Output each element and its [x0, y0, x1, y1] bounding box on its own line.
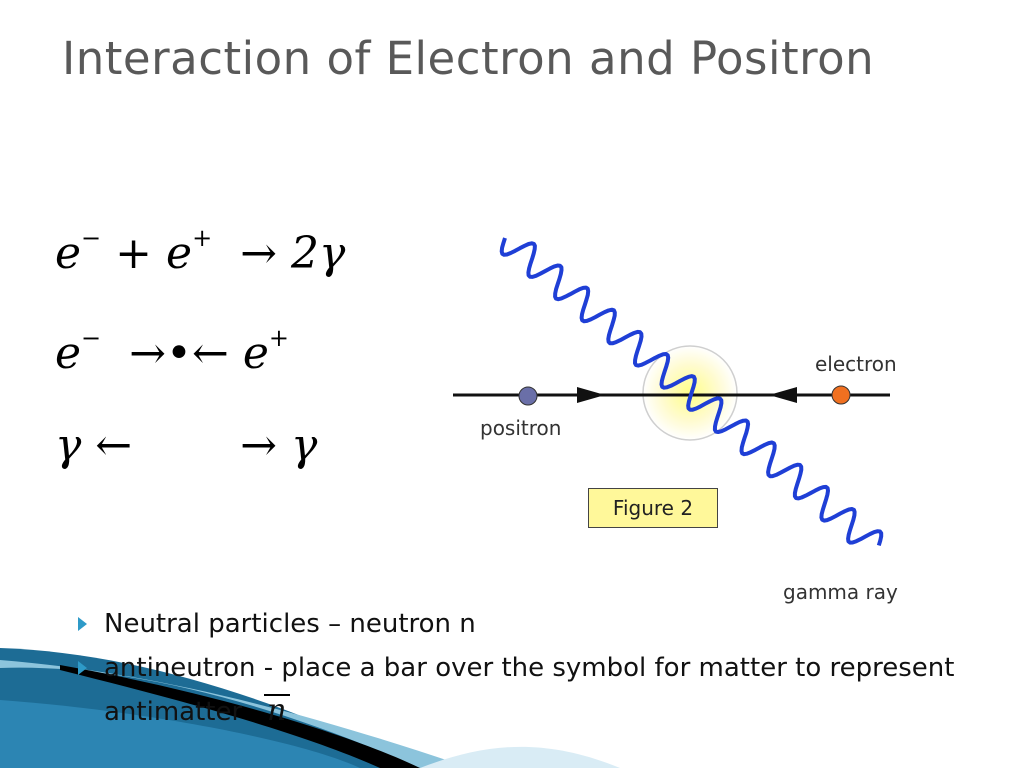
left-arrow: ← [95, 420, 133, 471]
electron-dot [831, 385, 851, 405]
annihilation-figure [453, 237, 890, 546]
arrow-right-marker [577, 387, 605, 403]
right-arrow: → [240, 420, 278, 471]
collision-dot: • [166, 328, 192, 379]
plus-sign: + [192, 224, 213, 253]
plus-sign: + [268, 324, 289, 353]
gamma-symbol: γ [291, 420, 318, 471]
electron-label: electron [815, 352, 897, 376]
gamma-symbol: γ [55, 420, 82, 471]
two-gamma: 2γ [291, 228, 346, 279]
left-arrow: ← [191, 328, 229, 379]
right-arrow: → [129, 328, 167, 379]
list-item: Neutral particles – neutron n [78, 602, 958, 646]
equation-approach: e− →•← e+ [55, 324, 289, 379]
antineutron-symbol: n [264, 694, 290, 726]
bullet-arrow-icon [78, 661, 87, 675]
positron-label: positron [480, 416, 562, 440]
slide-title: Interaction of Electron and Positron [62, 32, 875, 85]
positron-symbol: e [166, 228, 193, 279]
electron-symbol: e [55, 328, 82, 379]
arrow-left-marker [769, 387, 797, 403]
minus-sign: − [81, 324, 102, 353]
minus-sign: − [81, 224, 102, 253]
right-arrow: → [240, 228, 278, 279]
electron-symbol: e [55, 228, 82, 279]
figure-caption: Figure 2 [588, 488, 718, 528]
gamma-wave [499, 237, 884, 546]
equation-photons: γ ← → γ [55, 420, 317, 471]
gamma-ray-label: gamma ray [783, 580, 898, 604]
positron-dot [518, 386, 538, 406]
bullet-text: Neutral particles – neutron n [104, 609, 476, 639]
positron-symbol: e [242, 328, 269, 379]
bullet-text: antineutron - place a bar over the symbo… [104, 653, 955, 727]
bullet-arrow-icon [78, 617, 87, 631]
plus-operator: + [115, 228, 153, 279]
bullet-list: Neutral particles – neutron n antineutro… [78, 602, 958, 734]
list-item: antineutron - place a bar over the symbo… [78, 646, 958, 734]
equation-annihilation: e− + e+ → 2γ [55, 224, 346, 279]
